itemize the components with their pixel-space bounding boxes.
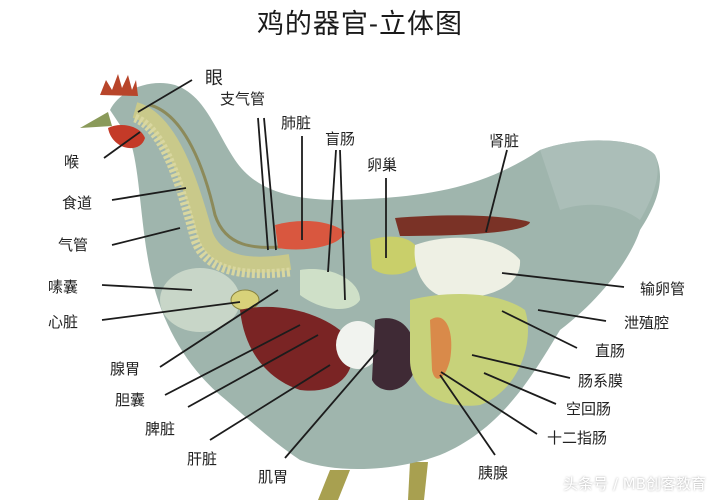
label-oviduct: 输卵管	[640, 280, 686, 298]
ovary	[370, 236, 420, 275]
diagram-title: 鸡的器官-立体图	[256, 9, 464, 40]
beak	[80, 112, 112, 128]
lung	[275, 220, 345, 250]
label-cecum: 盲肠	[325, 130, 356, 148]
label-crop: 嗉囊	[48, 278, 79, 296]
leg-left	[318, 470, 350, 500]
label-jejunum-ileum: 空回肠	[566, 400, 612, 418]
label-larynx: 喉	[64, 153, 80, 171]
label-gallbladder: 胆囊	[115, 391, 146, 409]
gizzard-fat	[336, 321, 380, 369]
label-eye: 眼	[205, 68, 223, 89]
watermark: 头条号 / MB创客教育	[563, 475, 706, 493]
label-spleen: 脾脏	[145, 420, 176, 438]
crop	[160, 268, 240, 332]
label-bronchus: 支气管	[220, 90, 266, 108]
duodenum-loop	[430, 317, 452, 379]
neck-spine	[149, 103, 301, 249]
leg-right	[408, 462, 428, 500]
comb	[100, 74, 138, 96]
label-proventriculus: 腺胃	[110, 360, 141, 378]
wattle	[108, 125, 145, 149]
label-gizzard: 肌胃	[258, 468, 289, 486]
neck-trachea	[132, 113, 291, 279]
kidney	[395, 215, 530, 236]
label-trachea: 气管	[58, 236, 89, 254]
label-pancreas: 胰腺	[478, 464, 509, 482]
leader-lines	[101, 79, 625, 459]
tail-shade	[540, 140, 658, 220]
label-mesentery: 肠系膜	[578, 372, 624, 390]
label-cloaca: 泄殖腔	[624, 314, 670, 332]
label-heart: 心脏	[48, 313, 79, 331]
label-duodenum: 十二指肠	[547, 429, 608, 447]
label-lung: 肺脏	[281, 114, 312, 132]
chicken-body	[110, 82, 660, 470]
label-kidney: 肾脏	[489, 132, 520, 150]
label-rectum: 直肠	[595, 342, 626, 360]
heart	[230, 289, 260, 311]
gizzard	[372, 318, 416, 391]
label-liver: 肝脏	[187, 450, 218, 468]
label-esophagus: 食道	[62, 194, 93, 212]
label-ovary: 卵巢	[367, 156, 398, 174]
liver	[240, 306, 353, 391]
neck-esophagus	[132, 102, 292, 273]
oviduct	[414, 237, 521, 299]
